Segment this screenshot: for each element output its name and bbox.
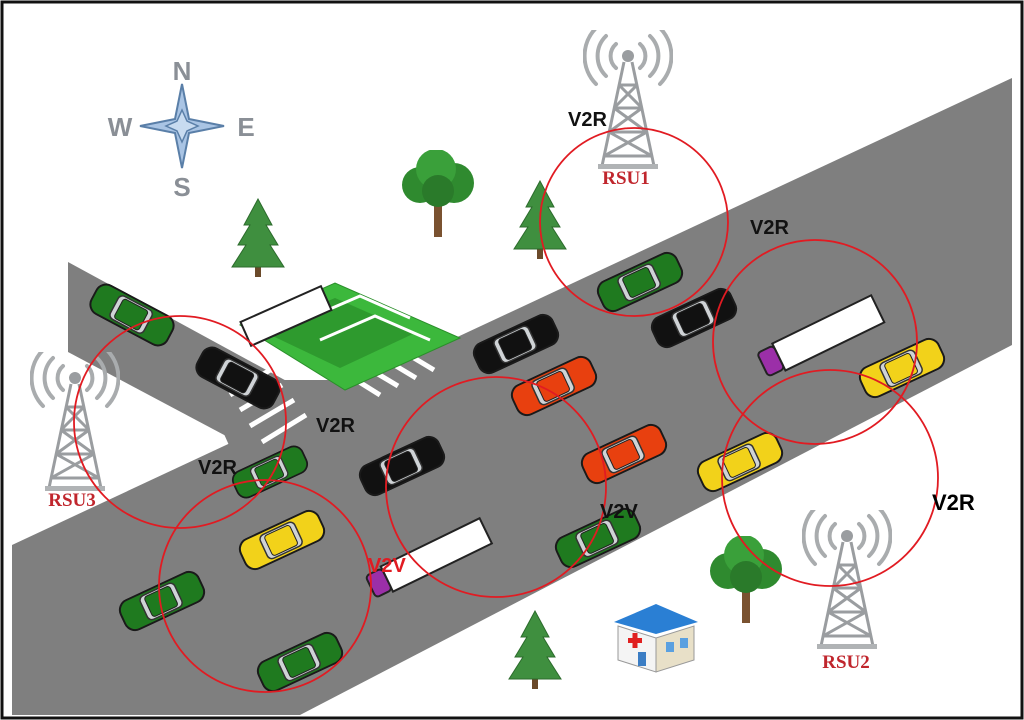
truck-parked — [239, 284, 333, 348]
range-circle-upper-right — [712, 239, 918, 445]
v2r-label-rsu1: V2R — [568, 109, 607, 131]
compass-north-label: N — [173, 56, 192, 86]
rsu1-label: RSU1 — [602, 168, 650, 189]
v2r-label-mid: V2R — [316, 415, 355, 437]
truck-right — [757, 294, 886, 377]
compass-south-label: S — [173, 172, 190, 202]
trucks — [239, 284, 886, 598]
compass-rose-icon: N S E W — [108, 56, 255, 202]
v2r-label-right: V2R — [932, 490, 975, 515]
range-circle-rsu2 — [721, 369, 939, 587]
range-circle-rsu1 — [539, 127, 729, 317]
v2v-label-lower: V2V — [368, 555, 406, 577]
compass-west-label: W — [108, 112, 133, 142]
range-circle-rsu3 — [73, 315, 287, 529]
hospital-icon — [614, 604, 698, 673]
range-circle-center — [385, 376, 607, 598]
rsu3-label: RSU3 — [48, 490, 96, 511]
range-circles — [73, 127, 939, 693]
v2v-label-center: V2V — [600, 501, 638, 523]
rsu2-label: RSU2 — [822, 652, 870, 673]
v2r-label-upper: V2R — [750, 217, 789, 239]
v2r-label-left: V2R — [198, 457, 237, 479]
compass-east-label: E — [237, 112, 254, 142]
range-circle-lower-left — [158, 479, 372, 693]
